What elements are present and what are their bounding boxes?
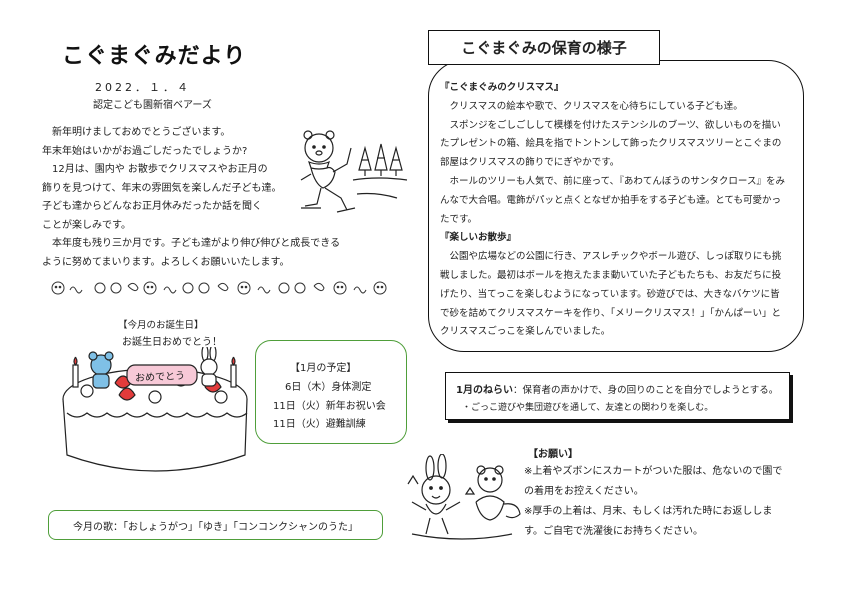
childcare-report-title: こぐまぐみの保育の様子 [428, 30, 660, 65]
section-heading: 『楽しいお散歩』 [440, 232, 517, 244]
intro-line: 12月は、園内や お散歩でクリスマスやお正月の [52, 164, 268, 175]
birthday-heading: 【今月のお誕生日】 [118, 320, 204, 331]
issue-date: 2022．１．４ [95, 81, 191, 94]
request-item: ※厚手の上着は、月末、もしくは汚れた時にお返しします。ご自宅で洗濯後にお持ちくだ… [524, 506, 773, 537]
song-of-month: 今月の歌：「おしょうがつ」「ゆき」「コンコンクシャンのうた」 [48, 510, 383, 540]
skating-bear-illustration [300, 130, 408, 213]
schedule-item: 6日（木）身体測定 [285, 382, 372, 393]
intro-line: ことが楽しみです。 [42, 219, 131, 231]
decorative-border [51, 281, 387, 295]
report-paragraph: ホールのツリーも人気で、前に座って、『あわてんぼうのサンタクロース』をみんなで大… [440, 175, 785, 225]
birthday-cake-illustration: おめでとう [55, 347, 255, 477]
report-paragraph: 公園や広場などの公園に行き、アスレチックやボール遊び、しっぽ取りにも挑戦しました… [440, 251, 782, 338]
monthly-aims-label: 1月のねらい [456, 385, 513, 396]
birthday-message: お誕生日おめでとう！ [122, 337, 222, 348]
section-heading: 『こぐまぐみのクリスマス』 [440, 82, 564, 93]
page-title: こぐまぐみだより [62, 44, 247, 69]
cake-plate-text: おめでとう [134, 370, 186, 385]
schedule-list: 6日（木）身体測定 11日（火）新年お祝い会 11日（火）避難訓練 [273, 379, 386, 435]
monthly-aims-text: ：保育者の声かけで、身の回りのことを自分でしようとする。 [512, 385, 779, 396]
intro-line: 子ども達からどんなお正月休みだったか話を聞く [42, 201, 262, 212]
request-item: ※上着やズボンにスカートがついた服は、危ないので園での着用をお控えください。 [524, 466, 783, 497]
intro-line: 年末年始はいかがお過ごしだったでしょうか? [42, 145, 248, 157]
schedule-item: 11日（火）避難訓練 [273, 419, 366, 430]
report-paragraph: スポンジをごしごしして模様を付けたステンシルのブーツ、欲しいものを描いたプレゼン… [440, 119, 782, 169]
monthly-aims-box [445, 372, 790, 420]
schedule-box [255, 340, 407, 444]
schedule-item: 11日（火）新年お祝い会 [273, 400, 386, 412]
childcare-report-body: 『こぐまぐみのクリスマス』 クリスマスの絵本や歌で、クリスマスを心待ちにしている… [440, 79, 788, 342]
monthly-aims-line: ・ごっこ遊びや集団遊びを通して、友達との関わりを楽しむ。 [462, 403, 714, 413]
intro-line: 新年明けましておめでとうございます。 [52, 127, 231, 138]
intro-text: 新年明けましておめでとうございます。 年末年始はいかがお過ごしだったでしょうか?… [42, 124, 342, 272]
cake-drawing [62, 347, 248, 472]
school-name: 認定こども園新宿ベアーズ [93, 100, 212, 111]
intro-line: 本年度も残り三か月です。子ども達がより伸び伸びと成長できる [52, 238, 341, 249]
report-paragraph: クリスマスの絵本や歌で、クリスマスを心待ちにしている子ども達。 [449, 100, 743, 112]
song-text: 今月の歌：「おしょうがつ」「ゆき」「コンコンクシャンのうた」 [73, 521, 358, 533]
bunnies-illustration [407, 454, 521, 540]
monthly-aims-line: 1月のねらい：保育者の声かけで、身の回りのことを自分でしようとする。 [456, 381, 778, 396]
intro-line: 飾りを見つけて、年末の雰囲気を楽しんだ子ども達。 [42, 182, 282, 194]
schedule-title: 【1月の予定】 [290, 363, 357, 374]
request-title: 【お願い】 [528, 449, 578, 460]
request-body: ※上着やズボンにスカートがついた服は、危ないので園での着用をお控えください。 ※… [524, 462, 786, 542]
intro-line: ように努めてまいります。よろしくお願いいたします。 [42, 256, 290, 268]
